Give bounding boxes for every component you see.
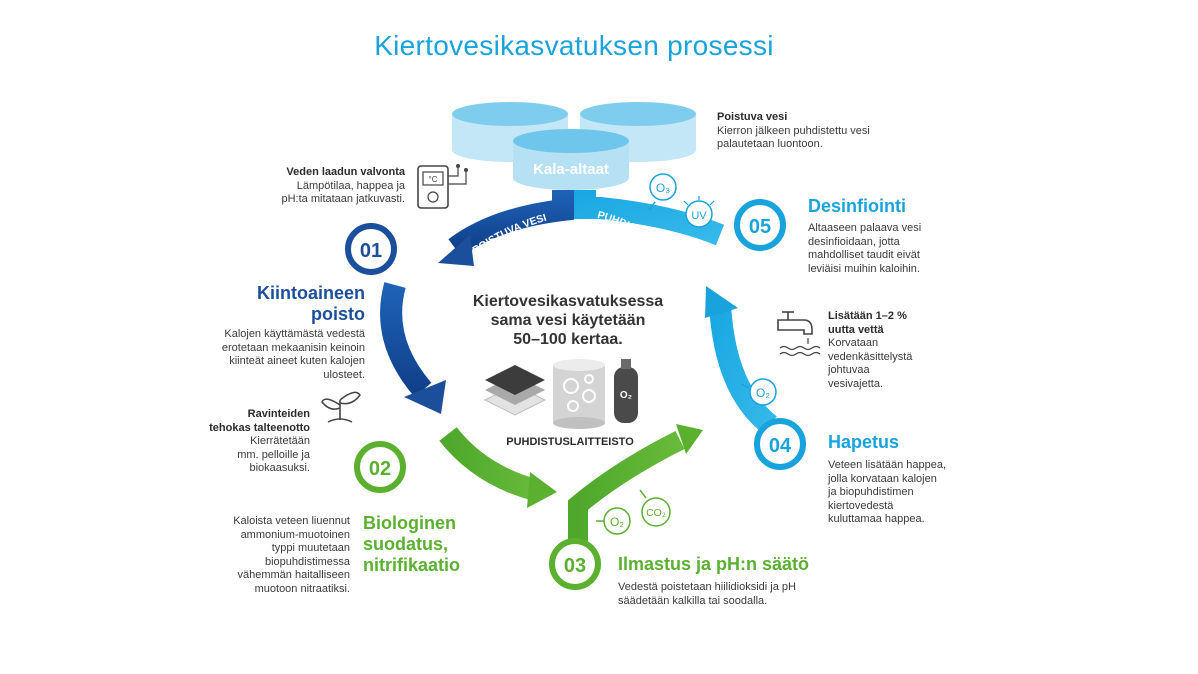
arrow-02 [439, 427, 557, 508]
arrow-03 [568, 424, 703, 545]
svg-text:O₂: O₂ [756, 386, 770, 400]
step-04-badge: 04 [754, 418, 806, 470]
step-02-title: Biologinen suodatus, nitrifikaatio [363, 513, 461, 575]
o2-bubble-icon-hapetus: O₂ [740, 378, 777, 406]
step-03-badge: 03 [549, 538, 601, 590]
tanks-label: Kala-altaat [533, 161, 609, 178]
step-04-text: Veteen lisätään happea,jolla korvataan k… [828, 459, 947, 525]
center-line-2: sama vesi käytetään [490, 312, 646, 329]
arrow-05 [574, 190, 725, 246]
fish-tanks [452, 102, 696, 190]
monitoring-title: Veden laadun valvonta [286, 166, 405, 178]
step-03-title: Ilmastus ja pH:n säätö [618, 554, 810, 574]
svg-text:O₃: O₃ [656, 181, 670, 195]
svg-text:02: 02 [369, 458, 391, 480]
water-tap-icon [777, 311, 821, 357]
svg-text:O₂: O₂ [620, 390, 632, 401]
outflow-text-1: Kierron jälkeen puhdistettu vesi [717, 124, 870, 137]
o3-bubble-icon: O₃ [648, 173, 677, 211]
monitoring-text-1: Lämpötilaa, happea ja [296, 179, 405, 192]
equipment-label: PUHDISTUSLAITTEISTO [506, 436, 634, 448]
biofilter-icon [553, 359, 605, 429]
sprout-icon [321, 391, 361, 423]
center-line-3: 50–100 kertaa. [513, 331, 623, 348]
step-05-title: Desinfiointi [808, 196, 906, 216]
co2-bubble-icon: CO₂ [639, 489, 671, 527]
outflow-info: Poistuva vesi Kierron jälkeen puhdistett… [717, 111, 870, 152]
meter-icon: °C [417, 164, 468, 209]
step-01-badge: 01 [345, 223, 397, 275]
uv-bubble-icon: UV [683, 196, 715, 228]
center-line-1: Kiertovesikasvatuksessa [472, 293, 664, 310]
svg-text:CO₂: CO₂ [646, 507, 666, 519]
svg-text:°C: °C [429, 175, 438, 184]
step-04-title: Hapetus [828, 432, 900, 452]
outflow-title: Poistuva vesi [717, 111, 788, 123]
svg-text:04: 04 [769, 435, 792, 457]
svg-text:UV: UV [691, 210, 707, 222]
o2-bubble-icon-ilmastus: O₂ [596, 507, 631, 535]
arrow-04 [705, 286, 778, 434]
svg-text:05: 05 [749, 216, 771, 238]
svg-text:03: 03 [564, 555, 586, 577]
step-01-title: Kiintoaineen poisto [256, 283, 365, 324]
svg-text:01: 01 [360, 240, 382, 262]
step-02-badge: 02 [354, 441, 406, 493]
fresh-water-info: Lisätään 1–2 % uutta vettä Korvataan ved… [828, 310, 913, 390]
oxygen-tank-icon: O₂ [614, 359, 638, 423]
filter-layers-icon [483, 365, 547, 416]
monitoring-info: Veden laadun valvonta Lämpötilaa, happea… [235, 166, 405, 207]
outflow-text-2: palautetaan luontoon. [717, 138, 823, 150]
center-statement: Kiertovesikasvatuksessa sama vesi käytet… [458, 292, 678, 349]
tank-front [513, 129, 629, 190]
nutrients-info: Ravinteiden tehokas talteenotto Kierräte… [209, 408, 310, 474]
svg-text:O₂: O₂ [610, 515, 624, 529]
arrow-01 [380, 190, 574, 414]
monitoring-text-2: pH:ta mitataan jatkuvasti. [281, 193, 405, 205]
step-05-badge: 05 [734, 199, 786, 251]
page-title: Kiertovesikasvatuksen prosessi [374, 30, 774, 61]
